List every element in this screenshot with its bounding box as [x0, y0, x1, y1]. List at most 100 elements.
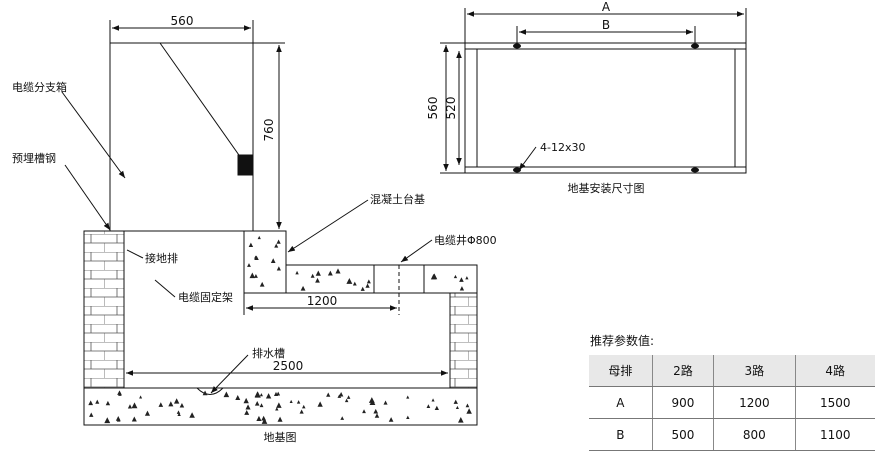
concrete-speckle — [254, 255, 258, 259]
concrete-speckle — [373, 408, 379, 414]
concrete-speckle — [369, 399, 376, 406]
concrete-speckle — [360, 286, 365, 291]
concrete-speckle — [223, 391, 230, 398]
concrete-speckle — [300, 285, 306, 291]
table-cell: 900 — [651, 386, 714, 419]
concrete-speckle — [253, 273, 258, 278]
concrete-speckle — [244, 409, 250, 415]
label-cable-bracket: 电缆固定架 — [178, 290, 233, 304]
table-cell: A — [589, 386, 653, 419]
param-table: 母排 2路 3路 4路 A 900 1200 1500 B 500 800 11… — [589, 355, 875, 451]
concrete-speckle — [202, 390, 208, 396]
dimension-a-text: A — [602, 0, 611, 14]
concrete-speckle — [139, 395, 143, 399]
concrete-speckle — [247, 263, 251, 267]
concrete-speckle — [431, 273, 438, 280]
label-drain-channel: 排水槽 — [252, 346, 285, 360]
concrete-speckle — [105, 400, 111, 406]
table-cell: 1500 — [794, 386, 875, 419]
install-caption: 地基安装尺寸图 — [568, 181, 645, 195]
concrete-speckle — [338, 392, 344, 397]
concrete-speckle — [388, 417, 394, 422]
table-cell: B — [589, 418, 653, 451]
concrete-speckle — [453, 399, 458, 404]
concrete-speckle — [275, 407, 279, 411]
concrete-speckle — [273, 391, 279, 396]
concrete-speckle — [131, 402, 138, 409]
concrete-speckle — [289, 399, 293, 403]
concrete-speckle — [406, 415, 410, 420]
concrete-speckle — [465, 403, 470, 408]
param-table-title: 推荐参数值: — [590, 334, 655, 348]
concrete-speckle — [168, 401, 174, 407]
concrete-speckle — [173, 398, 180, 404]
concrete-speckle — [296, 400, 301, 404]
concrete-speckle — [249, 272, 256, 279]
mounting-holes — [513, 43, 699, 173]
concrete-speckle — [340, 416, 345, 420]
install-frame-outer — [464, 42, 747, 174]
concrete-speckle — [118, 392, 122, 396]
mounting-hole — [513, 167, 521, 173]
concrete-speckle — [274, 243, 279, 248]
cabinet-handle — [237, 154, 254, 176]
concrete-speckle — [431, 398, 435, 402]
label-channel-steel: 预埋槽钢 — [12, 152, 56, 165]
concrete-speckle — [383, 400, 388, 405]
concrete-speckle — [299, 409, 304, 414]
mounting-hole — [691, 167, 699, 173]
dimension-b-text: B — [602, 18, 610, 32]
concrete-speckle — [465, 276, 469, 280]
dimension-760-text: 760 — [262, 119, 276, 142]
concrete-speckle — [459, 277, 464, 282]
concrete-speckle — [259, 281, 265, 287]
table-cell: 1100 — [794, 418, 875, 451]
concrete-speckle — [426, 404, 431, 408]
concrete-speckle — [254, 391, 261, 398]
dimension-install-520-text: 520 — [444, 97, 458, 120]
concrete-speckle — [89, 412, 94, 417]
concrete-speckle — [467, 410, 472, 414]
label-concrete-base: 混凝土台基 — [370, 192, 425, 206]
concrete-speckle — [243, 397, 249, 404]
concrete-speckle — [295, 270, 299, 275]
concrete-speckle — [276, 239, 281, 244]
table-header-row: 母排 2路 3路 4路 — [589, 355, 875, 387]
concrete-speckle — [248, 242, 254, 248]
label-ground-bar: 接地排 — [145, 251, 178, 265]
concrete-speckle — [261, 418, 268, 424]
concrete-speckle — [346, 277, 353, 284]
dimension-560-text: 560 — [171, 14, 194, 28]
table-row: B 500 800 1100 — [589, 418, 875, 451]
concrete-speckle — [365, 283, 370, 288]
concrete-speckle — [131, 416, 137, 422]
table-header-cell: 母排 — [589, 355, 653, 387]
table-cell: 800 — [713, 418, 795, 451]
concrete-speckle — [189, 412, 195, 418]
table-row: A 900 1200 1500 — [589, 386, 875, 419]
concrete-speckle — [104, 417, 111, 424]
concrete-speckle — [179, 403, 185, 408]
concrete-speckle — [374, 413, 380, 418]
foundation-caption: 地基图 — [264, 431, 297, 444]
concrete-speckle — [326, 392, 331, 397]
concrete-speckle — [127, 404, 133, 409]
brick-wall-left — [83, 230, 125, 389]
table-header-cell: 4路 — [794, 355, 875, 387]
concrete-speckle — [88, 400, 94, 406]
dimension-1200-text: 1200 — [307, 294, 338, 308]
concrete-speckle — [254, 401, 260, 406]
concrete-speckle — [315, 277, 320, 283]
concrete-speckle — [352, 281, 357, 286]
concrete-speckle — [366, 279, 371, 284]
concrete-speckle — [256, 415, 262, 422]
concrete-speckle — [95, 399, 100, 404]
concrete-speckle — [270, 258, 276, 263]
concrete-speckle — [259, 393, 263, 397]
concrete-speckle — [116, 417, 121, 422]
concrete-speckle — [265, 393, 272, 399]
concrete-speckles — [88, 235, 472, 424]
label-cable-well: 电缆井Φ800 — [434, 233, 497, 247]
concrete-speckle — [257, 235, 261, 240]
